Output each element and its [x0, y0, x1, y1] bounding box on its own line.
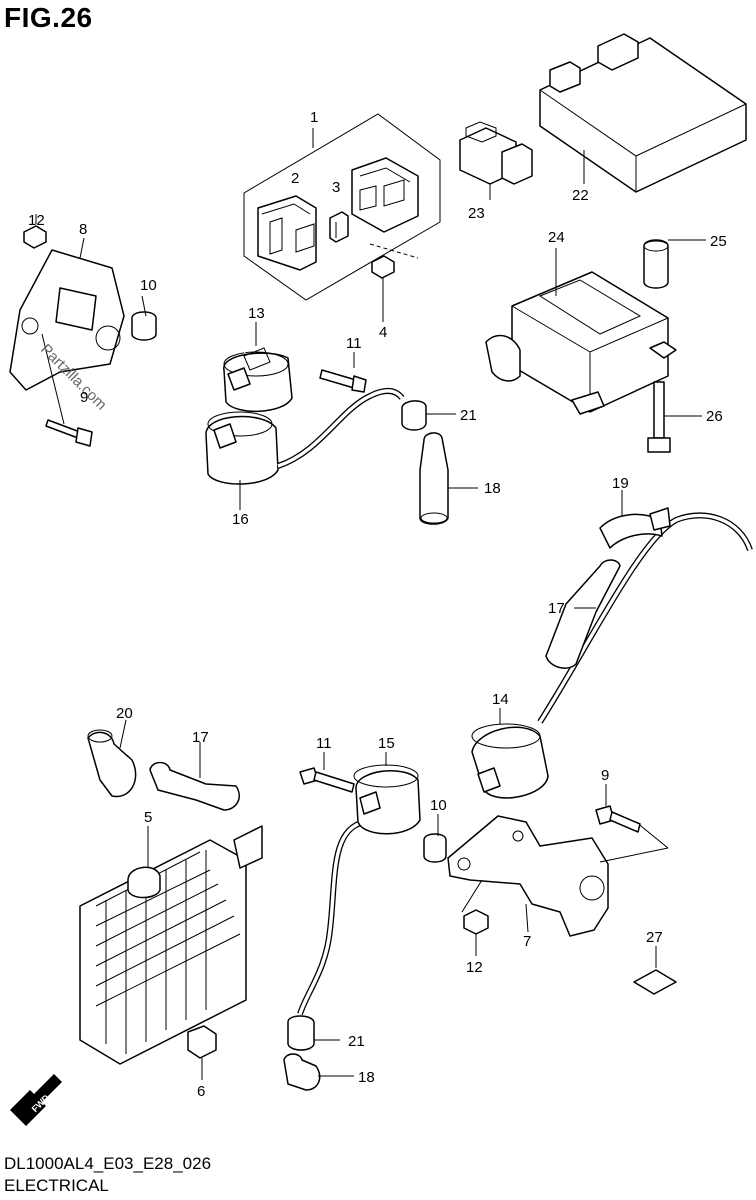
callout-14: 14 [492, 691, 509, 708]
callout-18-upper: 18 [484, 480, 501, 497]
callout-23: 23 [468, 205, 485, 222]
callout-9-right: 9 [601, 767, 609, 784]
callout-12-upper: 12 [28, 212, 45, 229]
callout-11-lower: 11 [316, 735, 332, 752]
bolt-part-11-lower[interactable] [299, 752, 355, 793]
callout-5: 5 [144, 809, 152, 826]
callout-15: 15 [378, 735, 395, 752]
callout-2: 2 [291, 170, 299, 187]
callout-26: 26 [706, 408, 723, 425]
regulator-part-5[interactable] [79, 825, 263, 1065]
relay-part-2[interactable] [257, 195, 317, 271]
relay-part-23[interactable] [459, 121, 533, 200]
callout-17-left: 17 [192, 729, 209, 746]
nut-part-6[interactable] [187, 1025, 217, 1080]
nut-part-12-left[interactable] [23, 214, 47, 249]
fuse-part-3[interactable] [329, 211, 349, 243]
callout-3: 3 [332, 179, 340, 196]
cap-part-21-lower[interactable] [287, 1015, 340, 1051]
model-code: DL1000AL4_E03_E28_026 [4, 1154, 212, 1173]
callout-27: 27 [646, 929, 663, 946]
high-tension-cord-left[interactable] [51, 330, 248, 738]
bolt-part-9-left[interactable] [41, 333, 93, 447]
callout-17-right: 17 [548, 600, 565, 617]
fuse-box-part-1[interactable] [351, 157, 419, 259]
callout-7: 7 [523, 933, 531, 950]
callout-4: 4 [379, 324, 387, 341]
bolt-part-26[interactable] [647, 341, 702, 453]
ignition-module-part-24[interactable] [485, 248, 669, 415]
callout-9-left: 9 [80, 389, 88, 406]
grommet-part-10-left[interactable] [131, 295, 157, 341]
plug-cap-part-18-lower[interactable] [283, 1053, 354, 1091]
callout-19: 19 [612, 475, 629, 492]
callout-20: 20 [116, 705, 133, 722]
high-tension-cord-15[interactable] [297, 819, 365, 1015]
bolt-part-9-right[interactable] [595, 784, 641, 833]
cap-part-20[interactable] [87, 719, 137, 798]
figure-title: FIG.26 [4, 2, 93, 33]
section-name: ELECTRICAL [4, 1176, 109, 1195]
plug-cap-part-17-right[interactable] [545, 559, 621, 669]
callout-18-lower: 18 [358, 1069, 375, 1086]
callout-11-upper: 11 [346, 335, 362, 352]
cap-part-21-upper[interactable] [401, 400, 456, 431]
spacer-part-25[interactable] [643, 239, 706, 289]
plug-cap-part-18-upper[interactable] [419, 432, 478, 525]
fwd-arrow-icon: FWD [10, 1074, 62, 1126]
callout-8: 8 [79, 221, 87, 238]
high-tension-cord-16[interactable] [277, 388, 405, 469]
ignition-coil-part-13[interactable] [223, 322, 293, 412]
pad-part-27[interactable] [633, 946, 677, 995]
callout-22: 22 [572, 187, 589, 204]
callout-6: 6 [197, 1083, 205, 1100]
callout-10-upper: 10 [140, 277, 157, 294]
bracket-part-8[interactable] [9, 237, 125, 391]
ignition-coil-part-15[interactable] [353, 752, 421, 835]
part-1-group-box [243, 113, 441, 301]
callout-21-upper: 21 [460, 407, 477, 424]
bracket-part-7[interactable] [447, 815, 669, 937]
cap-part-19[interactable] [599, 490, 671, 549]
callout-12-lower: 12 [466, 959, 483, 976]
callout-21-lower: 21 [348, 1033, 365, 1050]
callout-10-lower: 10 [430, 797, 447, 814]
nut-part-12-right[interactable] [461, 879, 489, 956]
bolt-part-11-upper[interactable] [319, 352, 367, 393]
callout-16: 16 [232, 511, 249, 528]
callout-24: 24 [548, 229, 565, 246]
grommet-part-10-lower[interactable] [423, 814, 447, 863]
ignition-coil-part-16[interactable] [205, 411, 279, 510]
plug-cap-part-17-left[interactable] [149, 742, 240, 811]
callout-13: 13 [248, 305, 265, 322]
ecm-part-22[interactable] [539, 33, 747, 193]
ignition-coil-part-14[interactable] [471, 708, 549, 799]
callout-25: 25 [710, 233, 727, 250]
callout-1: 1 [310, 109, 318, 126]
screw-part-4[interactable] [371, 255, 395, 322]
